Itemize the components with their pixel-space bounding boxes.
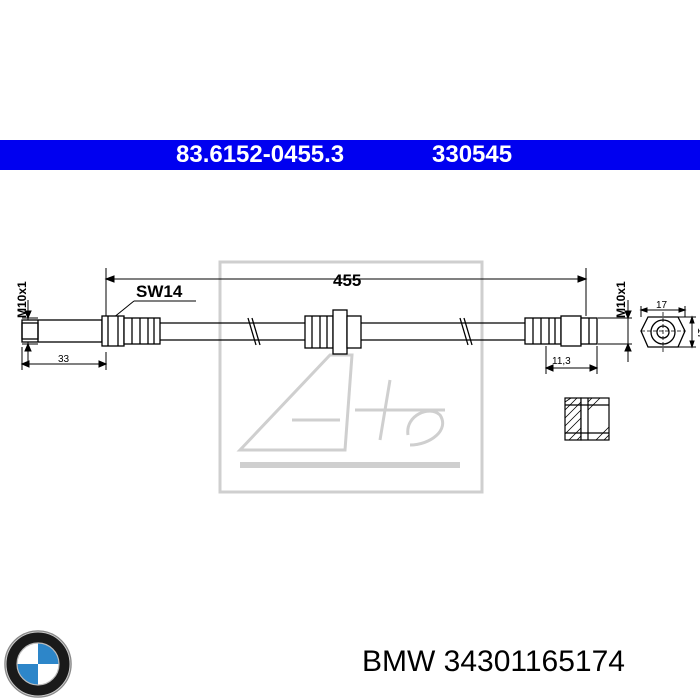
- cross-section-detail: [564, 397, 610, 441]
- overall-length-label: 455: [333, 271, 361, 290]
- hex-height-dimension: [678, 315, 696, 349]
- hose-assembly: [21, 309, 598, 355]
- left-thread-label: M10x1: [15, 281, 29, 318]
- ate-watermark: [218, 260, 484, 494]
- part-number-banner: 83.6152-0455.3 330545: [0, 140, 700, 170]
- fitting-length-label: 11,3: [552, 356, 571, 367]
- end-length-dimension: [20, 347, 108, 370]
- right-thread-dimension: [598, 300, 632, 362]
- wrench-size-leader: [112, 300, 196, 319]
- overall-length-dimension: [104, 268, 588, 318]
- end-length-label: 33: [58, 354, 70, 365]
- wrench-size-label: SW14: [136, 282, 183, 301]
- brand-name: BMW: [362, 645, 436, 678]
- fitting-length-dimension: [544, 346, 599, 374]
- part-number: 83.6152-0455.3: [176, 141, 345, 168]
- hex-width-dimension: [639, 306, 687, 317]
- bmw-logo: [4, 630, 72, 698]
- oem-number: 34301165174: [443, 645, 625, 678]
- reference-number: 330545: [432, 141, 513, 168]
- hex-height-label: 17: [695, 328, 700, 340]
- hex-width-label: 17: [656, 300, 668, 311]
- oem-reference: BMW 34301165174: [362, 645, 625, 679]
- right-thread-label: M10x1: [614, 281, 628, 318]
- hex-end-view: [640, 312, 686, 352]
